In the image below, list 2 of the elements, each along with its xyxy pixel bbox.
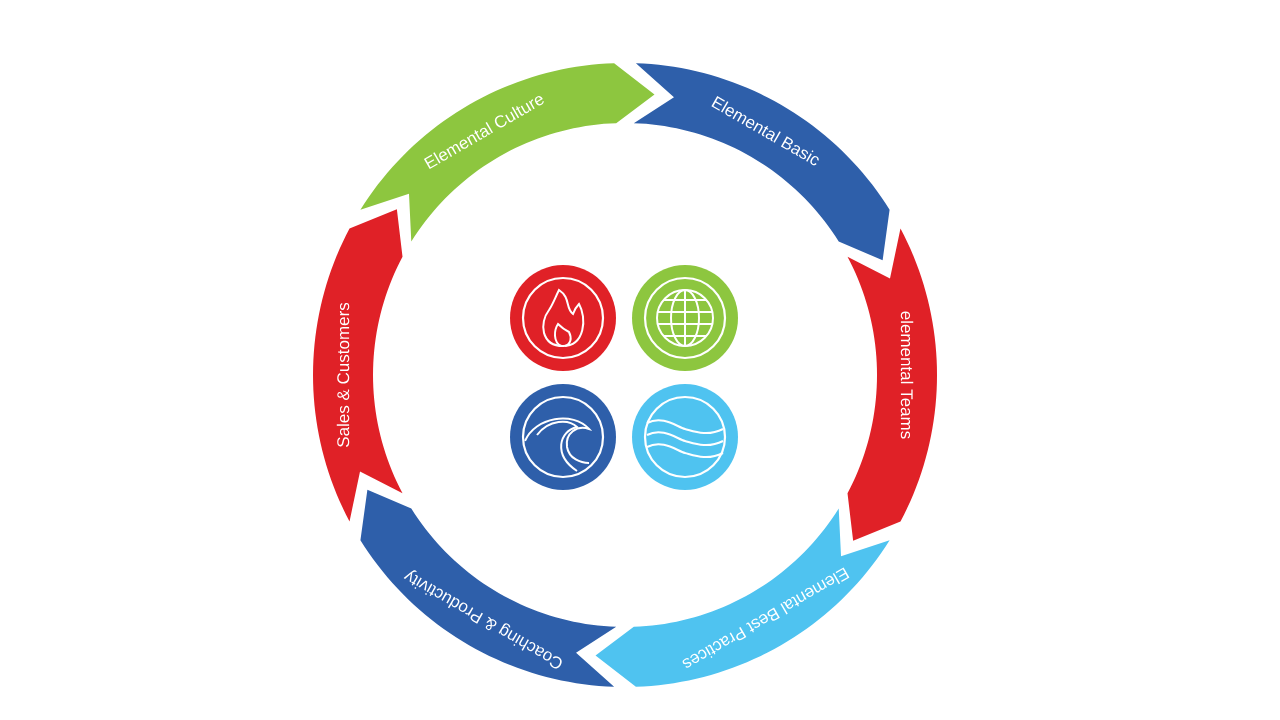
arrow-band: Sales & Customers — [313, 209, 403, 522]
arrow-band: elemental Teams — [847, 228, 937, 541]
